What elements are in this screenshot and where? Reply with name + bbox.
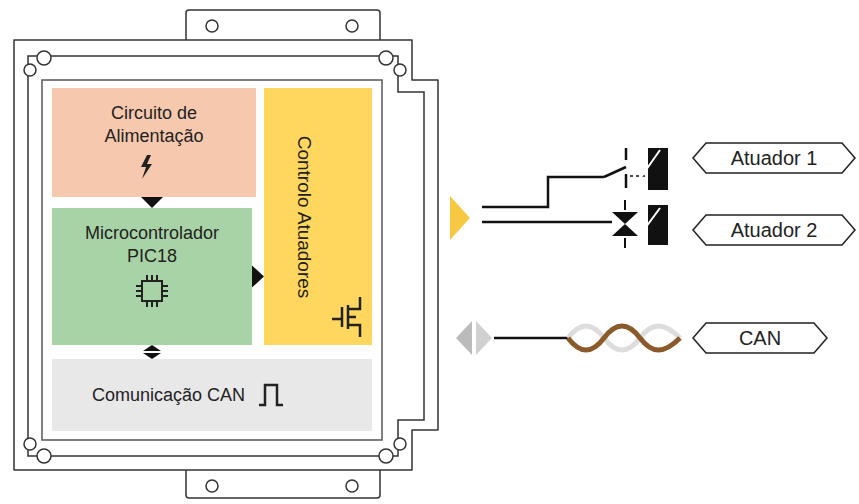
actuator-tag: Atuador 1 <box>692 142 856 174</box>
pulse-icon <box>259 383 291 423</box>
block-label: Controlo Atuadores <box>293 135 315 298</box>
actuator-tag: Atuador 2 <box>692 214 856 246</box>
block-label: Circuito de Alimentação <box>52 88 256 147</box>
block-connector <box>252 266 264 288</box>
tag-label: Atuador 2 <box>731 219 818 242</box>
tag-label: CAN <box>739 327 781 350</box>
power-block: Circuito de Alimentação <box>52 88 256 197</box>
block-connector <box>141 197 163 208</box>
actuator-control-block: Controlo Atuadores <box>264 88 372 345</box>
block-label: Comunicação CAN <box>92 385 245 406</box>
block-connector <box>143 345 161 359</box>
block-label: Microcontrolador PIC18 <box>52 208 252 267</box>
connector-arrow <box>450 196 470 240</box>
can-block: Comunicação CAN <box>52 359 372 431</box>
tag-label: Atuador 1 <box>731 147 818 170</box>
chip-icon <box>136 275 168 315</box>
fet-icon <box>332 297 364 337</box>
can-tag: CAN <box>692 322 828 354</box>
mcu-block: Microcontrolador PIC18 <box>52 208 252 345</box>
bolt-icon <box>138 155 170 195</box>
